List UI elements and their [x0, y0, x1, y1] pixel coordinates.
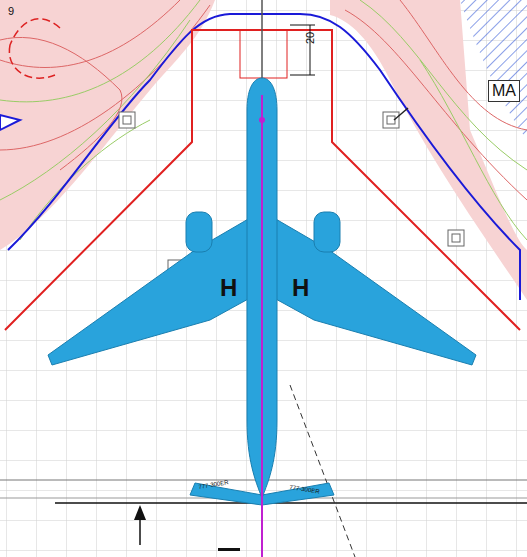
dimension-text: 9: [8, 6, 14, 17]
centerline: [261, 0, 263, 80]
stop-box: [240, 30, 287, 78]
gear-mark: H: [220, 276, 237, 300]
blue-hatch: [460, 0, 527, 140]
pink-zone: [0, 0, 215, 250]
dashed-curve: [9, 19, 60, 78]
guidance-line: [261, 95, 263, 557]
gear-mark: H: [292, 276, 309, 300]
dimension: [290, 25, 315, 75]
blue-mark: [0, 115, 20, 130]
dashed-path: [290, 385, 355, 557]
dimension-text: 20: [305, 32, 316, 44]
area-label: MA: [488, 80, 520, 102]
